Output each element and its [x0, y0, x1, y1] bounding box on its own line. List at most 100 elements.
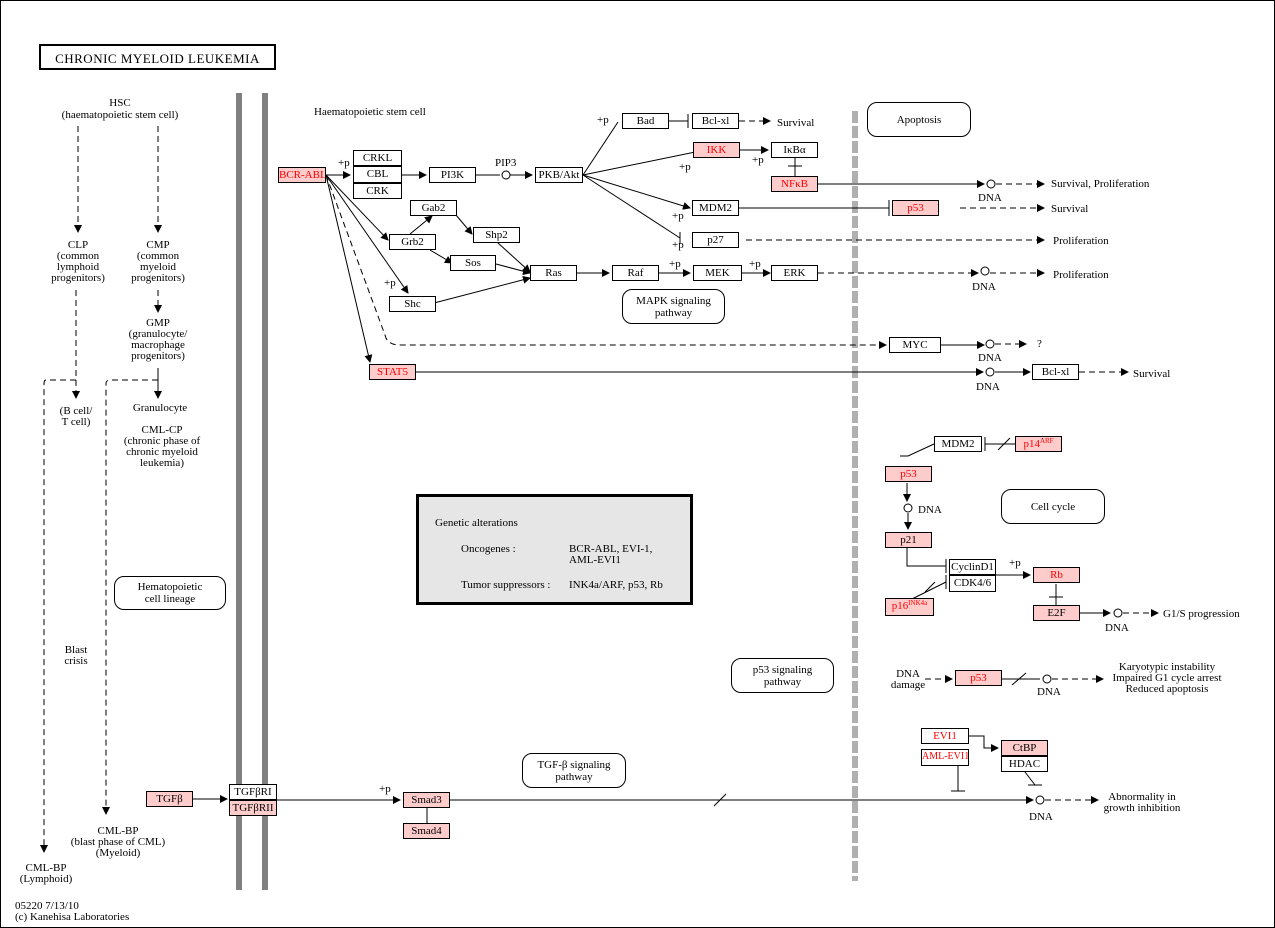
oncogenes-value-2: AML-EVI1	[569, 554, 621, 566]
apoptosis-link-text: Apoptosis	[896, 113, 942, 126]
blast-label2: crisis	[64, 655, 88, 667]
gene-p14arf[interactable]: p14ARF	[1015, 436, 1062, 452]
gene-hdac[interactable]: HDAC	[1001, 756, 1048, 772]
haematopoietic-stem-cell-label: Haematopoietic stem cell	[314, 106, 426, 118]
gene-pi3k[interactable]: PI3K	[429, 167, 476, 183]
phospho-label: +p	[338, 157, 350, 169]
outcome-survival-stat5: Survival	[1133, 368, 1171, 380]
bcell-label1: (B cell/	[59, 405, 93, 417]
hematopoietic-lineage-link[interactable]: Hematopoietic cell lineage	[114, 576, 226, 610]
outcome-proliferation-erk: Proliferation	[1053, 269, 1109, 281]
gene-raf[interactable]: Raf	[612, 265, 659, 281]
phospho-label: +p	[379, 783, 391, 795]
outcome-abnormality-2: growth inhibition	[1103, 802, 1181, 814]
footer-copyright: (c) Kanehisa Laboratories	[15, 911, 130, 923]
bcell-label2: T cell)	[61, 416, 91, 428]
clp-sub3: progenitors)	[51, 272, 105, 284]
cell-cycle-link[interactable]: Cell cycle	[1001, 489, 1105, 524]
tgfb-link-line2: pathway	[555, 770, 593, 783]
gene-p21[interactable]: p21	[885, 532, 932, 548]
gene-p16ink4a[interactable]: p16INK4a	[885, 598, 934, 616]
cmlcp-sub1: (chronic phase of	[123, 435, 201, 447]
cmlbp-lymphoid-label: CML-BP	[25, 862, 67, 874]
gene-tgfb[interactable]: TGFβ	[146, 791, 193, 807]
gene-ikk[interactable]: IKK	[693, 142, 740, 158]
cmlbp-myeloid-label: CML-BP	[97, 825, 139, 837]
gene-shc[interactable]: Shc	[389, 296, 436, 312]
diagram-title: CHRONIC MYELOID LEUKEMIA	[39, 44, 276, 70]
genetic-alterations-box: Genetic alterations Oncogenes : BCR-ABL,…	[416, 494, 693, 605]
cmlbp-myeloid-sub1: (blast phase of CML)	[70, 836, 166, 848]
phospho-label: +p	[384, 277, 396, 289]
gene-evi1[interactable]: EVI1	[921, 728, 969, 744]
tgfb-pathway-link[interactable]: TGF-β signaling pathway	[522, 753, 626, 788]
phospho-label: +p	[672, 210, 684, 222]
cmlbp-lymphoid-sub: (Lymphoid)	[19, 873, 73, 885]
gene-smad4[interactable]: Smad4	[403, 823, 450, 839]
cmlcp-label: CML-CP	[141, 424, 183, 436]
gene-ikba[interactable]: IκBα	[771, 142, 818, 158]
dna-damage-label-1: DNA	[896, 668, 920, 680]
gene-tgfbri[interactable]: TGFβRI	[229, 784, 277, 800]
gene-cdk46[interactable]: CDK4/6	[949, 575, 996, 592]
gene-tgfbrii[interactable]: TGFβRII	[229, 800, 277, 816]
gene-bcr-abl[interactable]: BCR-ABL	[278, 167, 326, 183]
cmlcp-sub3: leukemia)	[140, 457, 184, 469]
cmlcp-sub2: chronic myeloid	[126, 446, 198, 458]
gene-crk[interactable]: CRK	[353, 183, 402, 199]
dna-label: DNA	[918, 504, 942, 516]
clp-sub1: (common	[56, 250, 100, 262]
gene-p53-apoptosis[interactable]: p53	[892, 200, 939, 216]
granulocyte-label: Granulocyte	[132, 402, 188, 414]
gene-crkl[interactable]: CRKL	[353, 150, 402, 166]
gene-stat5[interactable]: STAT5	[369, 364, 416, 380]
p14-text: p14	[1023, 438, 1040, 450]
p53-pathway-link[interactable]: p53 signaling pathway	[731, 658, 834, 693]
p53-link-line2: pathway	[763, 675, 802, 688]
gene-sos[interactable]: Sos	[450, 255, 496, 271]
p16-text: p16	[891, 600, 909, 612]
oncogenes-value-1: BCR-ABL, EVI-1,	[569, 543, 653, 555]
gene-mdm2[interactable]: MDM2	[692, 200, 739, 216]
gene-grb2[interactable]: Grb2	[389, 234, 436, 250]
pip3-label: PIP3	[495, 157, 517, 169]
cmp-sub3: progenitors)	[131, 272, 185, 284]
gmp-sub3: progenitors)	[131, 350, 185, 362]
gene-rb[interactable]: Rb	[1033, 567, 1080, 583]
gene-erk[interactable]: ERK	[771, 265, 818, 281]
gene-bad[interactable]: Bad	[622, 113, 669, 129]
cell-membrane-outer	[236, 93, 242, 890]
gene-myc[interactable]: MYC	[889, 337, 941, 353]
gene-ctbp[interactable]: CtBP	[1001, 740, 1048, 756]
gene-shp2[interactable]: Shp2	[473, 227, 520, 243]
gene-pkb-akt[interactable]: PKB/Akt	[535, 167, 583, 183]
mapk-link-line2: pathway	[654, 306, 693, 319]
gene-p27[interactable]: p27	[692, 232, 739, 248]
gene-nfkb[interactable]: NFκB	[771, 176, 818, 192]
cmp-sub1: (common	[136, 250, 180, 262]
phospho-label: +p	[597, 114, 609, 126]
outcome-karyotypic-1: Karyotypic instability	[1118, 661, 1216, 673]
gene-p53-damage[interactable]: p53	[955, 670, 1002, 686]
outcome-proliferation-p27: Proliferation	[1053, 235, 1109, 247]
genetic-alterations-heading: Genetic alterations	[435, 517, 518, 529]
gene-ras[interactable]: Ras	[530, 265, 577, 281]
gene-aml-evi1[interactable]: AML-EVI1	[921, 749, 969, 766]
gene-cbl[interactable]: CBL	[353, 166, 402, 183]
gene-bcl-xl-stat5[interactable]: Bcl-xl	[1032, 364, 1079, 380]
phospho-label: +p	[669, 258, 681, 270]
p14-superscript: ARF	[1039, 437, 1054, 445]
gene-mdm2-cellcycle[interactable]: MDM2	[934, 436, 982, 452]
gmp-sub2: macrophage	[131, 339, 185, 351]
gene-e2f[interactable]: E2F	[1033, 605, 1080, 621]
apoptosis-link[interactable]: Apoptosis	[867, 102, 971, 137]
cmp-label: CMP	[146, 239, 170, 251]
gene-p53-cellcycle[interactable]: p53	[885, 466, 932, 482]
outcome-survival-proliferation: Survival, Proliferation	[1051, 178, 1150, 190]
gene-cyclind1[interactable]: CyclinD1	[949, 559, 996, 575]
gene-smad3[interactable]: Smad3	[403, 792, 450, 808]
mapk-pathway-link[interactable]: MAPK signaling pathway	[622, 289, 725, 324]
gene-gab2[interactable]: Gab2	[410, 200, 457, 216]
gene-mek[interactable]: MEK	[693, 265, 742, 281]
gene-bcl-xl[interactable]: Bcl-xl	[692, 113, 739, 129]
